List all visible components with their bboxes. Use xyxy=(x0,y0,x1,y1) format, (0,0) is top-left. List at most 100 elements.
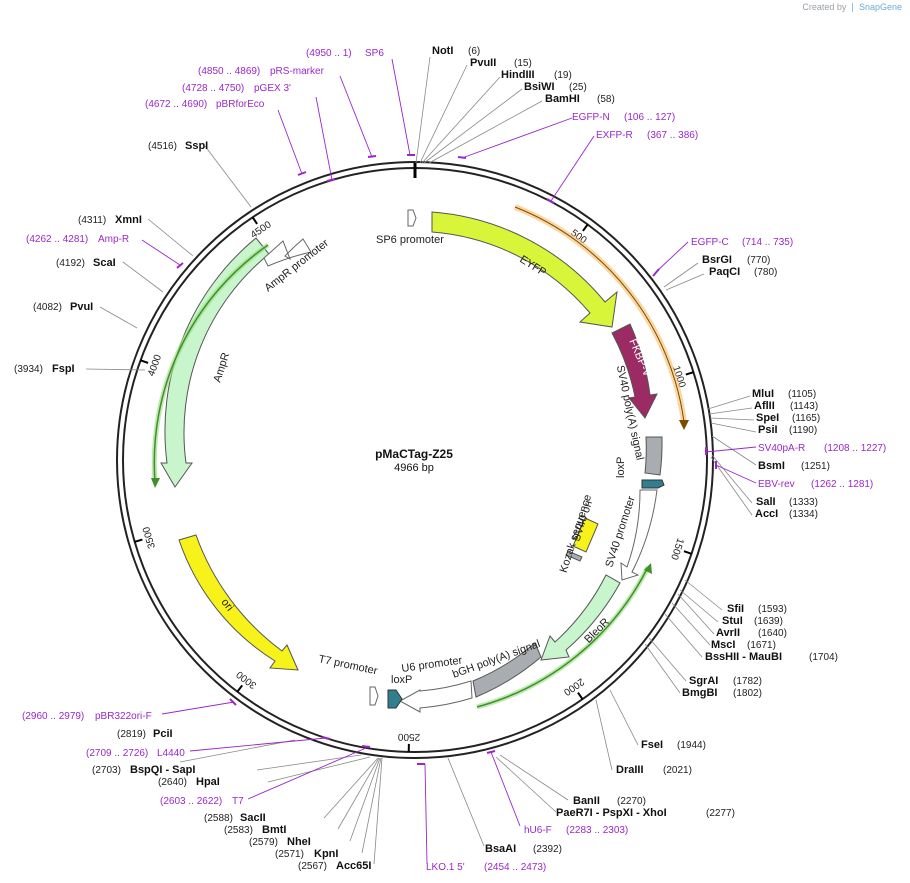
site-msci[interactable]: MscI xyxy=(711,639,735,651)
primer-pbrforeco[interactable]: pBRforEco xyxy=(216,99,265,110)
feature-u6-promoter[interactable] xyxy=(398,680,473,713)
feature-sv40-polya[interactable] xyxy=(644,436,663,476)
site-paer7i[interactable]: PaeR7I - PspXI - XhoI xyxy=(556,807,667,819)
features xyxy=(151,204,689,713)
primer-pgex3[interactable]: pGEX 3' xyxy=(254,83,291,94)
site-scai-pos: (4192) xyxy=(56,258,85,269)
feature-fkbp-v[interactable] xyxy=(611,323,658,419)
site-hindiii-pos: (19) xyxy=(554,70,572,81)
site-avrii[interactable]: AvrII xyxy=(716,627,740,639)
site-nhei-pos: (2579) xyxy=(249,837,278,848)
site-xmni[interactable]: XmnI xyxy=(115,214,142,226)
site-hpai[interactable]: HpaI xyxy=(196,776,220,788)
site-sgrai-pos: (1782) xyxy=(733,676,762,687)
primer-egfp-n[interactable]: EGFP-N xyxy=(572,112,610,123)
site-stui[interactable]: StuI xyxy=(722,615,743,627)
site-psii-pos: (1190) xyxy=(789,425,817,436)
site-paqci[interactable]: PaqCI xyxy=(709,266,740,278)
primer-pbrforeco-pos: (4672 .. 4690) xyxy=(145,99,207,110)
site-bsrgi[interactable]: BsrGI xyxy=(702,254,732,266)
primer-hu6-f[interactable]: hU6-F xyxy=(524,825,552,836)
site-bsmi[interactable]: BsmI xyxy=(758,460,785,472)
site-bsaai[interactable]: BsaAI xyxy=(485,843,516,855)
site-psii[interactable]: PsiI xyxy=(758,424,778,436)
site-bspqi-sapi[interactable]: BspQI - SapI xyxy=(130,764,195,776)
feature-loxp-2[interactable] xyxy=(387,689,403,709)
site-pcii[interactable]: PciI xyxy=(153,728,173,740)
site-acc65i[interactable]: Acc65I xyxy=(336,860,371,872)
primer-lko1-5[interactable]: LKO.1 5' xyxy=(426,862,465,873)
site-aflii-pos: (1143) xyxy=(790,401,818,412)
site-hindiii[interactable]: HindIII xyxy=(501,69,535,81)
site-bamhi[interactable]: BamHI xyxy=(545,93,580,105)
site-pvui[interactable]: PvuI xyxy=(70,301,93,313)
site-mlui[interactable]: MluI xyxy=(752,388,774,400)
feature-sp6-promoter[interactable] xyxy=(407,209,417,227)
feature-kozak[interactable] xyxy=(565,550,583,562)
site-fsei[interactable]: FseI xyxy=(641,739,663,751)
primer-egfp-c-pos: (714 .. 735) xyxy=(742,237,793,248)
site-scai[interactable]: ScaI xyxy=(93,257,116,269)
site-bmgbi[interactable]: BmgBI xyxy=(682,687,717,699)
primer-amp-r[interactable]: Amp-R xyxy=(98,234,129,245)
feature-sv40-ori[interactable] xyxy=(572,517,599,553)
feature-bleor[interactable] xyxy=(540,574,621,661)
site-bsiwi-pos: (25) xyxy=(569,82,587,93)
primer-pbr322ori-f[interactable]: pBR322ori-F xyxy=(95,711,152,722)
plasmid-length: 4966 bp xyxy=(394,462,434,474)
primer-l4440[interactable]: L4440 xyxy=(157,748,185,759)
site-sgrai[interactable]: SgrAI xyxy=(689,675,718,687)
site-sspi[interactable]: SspI xyxy=(185,140,208,152)
feature-t7-promoter[interactable] xyxy=(369,686,379,706)
primer-exfp-r-pos: (367 .. 386) xyxy=(647,130,698,141)
site-bsshii-maubi[interactable]: BssHII - MauBI xyxy=(705,651,782,663)
primer-ebv-rev[interactable]: EBV-rev xyxy=(758,479,795,490)
primer-hu6-f-pos: (2283 .. 2303) xyxy=(566,825,628,836)
feature-ampr-promoter[interactable] xyxy=(263,238,312,267)
site-kpni[interactable]: KpnI xyxy=(314,848,338,860)
primer-prs-marker-pos: (4850 .. 4869) xyxy=(198,66,260,77)
site-sfii[interactable]: SfiI xyxy=(727,603,744,615)
site-noti[interactable]: NotI xyxy=(432,45,453,57)
site-paer7i-pos: (2277) xyxy=(706,808,735,819)
feature-eyfp[interactable] xyxy=(431,211,618,328)
feature-ampr[interactable] xyxy=(160,237,270,488)
primer-sv40pa-r[interactable]: SV40pA-R xyxy=(758,443,805,454)
site-bmti[interactable]: BmtI xyxy=(262,824,286,836)
site-sali-pos: (1333) xyxy=(789,497,818,508)
site-acci[interactable]: AccI xyxy=(755,508,778,520)
site-draiii[interactable]: DraIII xyxy=(616,764,644,776)
primer-exfp-r[interactable]: EXFP-R xyxy=(596,130,633,141)
primer-marks xyxy=(176,154,717,765)
site-xmni-pos: (4311) xyxy=(78,215,106,226)
label-loxp-1: loxP xyxy=(615,457,627,478)
primer-egfp-n-pos: (106 .. 127) xyxy=(624,112,675,123)
site-banii[interactable]: BanII xyxy=(573,795,600,807)
feature-loxp-1[interactable] xyxy=(641,479,665,489)
primer-leaders xyxy=(141,58,757,865)
primer-sp6[interactable]: SP6 xyxy=(365,48,384,59)
primer-t7[interactable]: T7 xyxy=(232,796,244,807)
primer-pbr322ori-f-pos: (2960 .. 2979) xyxy=(22,711,84,722)
feature-sv40-promoter[interactable] xyxy=(620,489,658,581)
primer-l4440-pos: (2709 .. 2726) xyxy=(86,748,148,759)
site-sacii-pos: (2588) xyxy=(204,813,233,824)
site-nhei[interactable]: NheI xyxy=(287,836,311,848)
tick-label-4000: 4000 xyxy=(146,353,164,378)
site-fspi[interactable]: FspI xyxy=(52,363,75,375)
site-pvuii[interactable]: PvuII xyxy=(470,57,496,69)
site-fsei-pos: (1944) xyxy=(677,740,706,751)
site-bsiwi[interactable]: BsiWI xyxy=(524,81,555,93)
primer-sv40pa-r-pos: (1208 .. 1227) xyxy=(824,443,886,454)
primer-prs-marker[interactable]: pRS-marker xyxy=(270,66,325,77)
primer-egfp-c[interactable]: EGFP-C xyxy=(691,237,729,248)
site-spei[interactable]: SpeI xyxy=(756,412,779,424)
site-sacii[interactable]: SacII xyxy=(240,812,266,824)
site-sali[interactable]: SalI xyxy=(756,496,776,508)
site-bmgbi-pos: (1802) xyxy=(733,688,762,699)
feature-bgh-polya[interactable] xyxy=(472,642,542,698)
tick-mark-1500 xyxy=(683,550,692,555)
site-aflii[interactable]: AflII xyxy=(754,400,775,412)
site-bsmi-pos: (1251) xyxy=(801,461,830,472)
feature-ori[interactable] xyxy=(178,534,299,671)
